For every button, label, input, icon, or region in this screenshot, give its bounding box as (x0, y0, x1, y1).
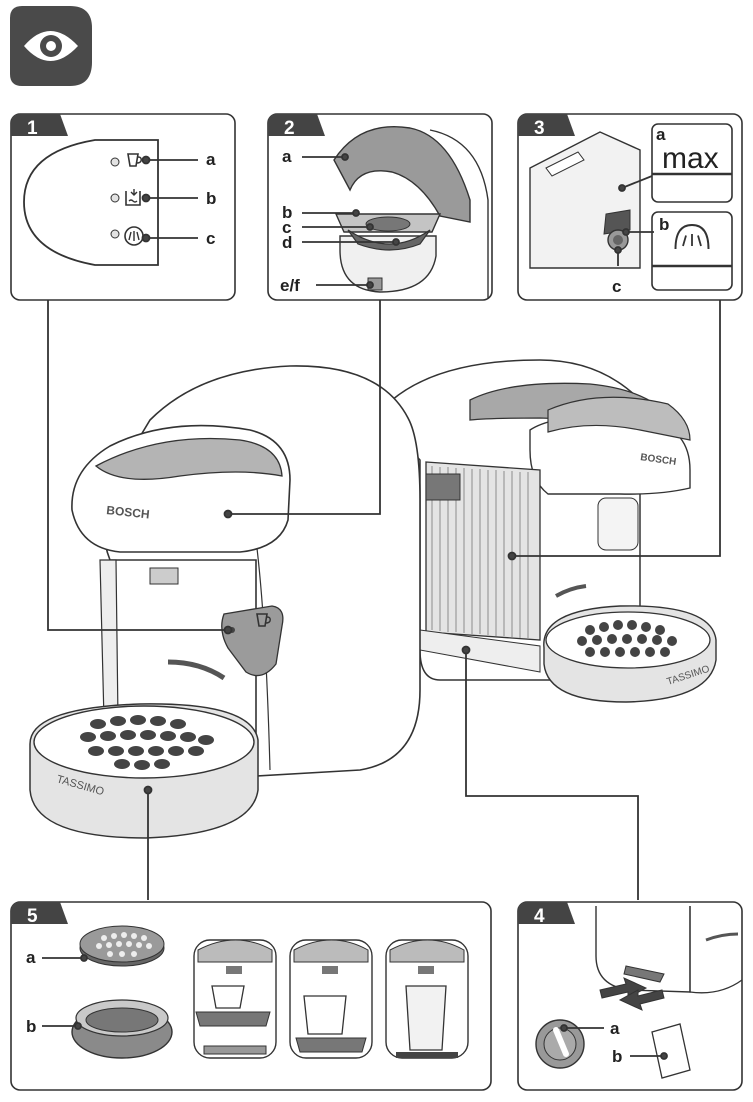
panel-1: 1 a b c (10, 113, 236, 301)
p2-label-ef: e/f (280, 276, 300, 295)
p3-label-b: b (659, 215, 669, 234)
eye-badge (10, 6, 92, 86)
spray-icon (674, 224, 710, 250)
p1-label-b: b (206, 189, 216, 208)
water-filter (535, 1019, 585, 1069)
p4-label-a: a (610, 1019, 620, 1038)
panel-2-number: 2 (284, 118, 295, 139)
panel-1-number: 1 (27, 118, 38, 139)
max-mark: max (662, 142, 719, 175)
p3-label-c: c (612, 277, 621, 296)
drip-tray-part (71, 999, 173, 1059)
panel-5-number: 5 (27, 906, 38, 927)
bosch-logo-back: BOSCH (640, 452, 677, 468)
p2-label-d: d (282, 233, 292, 252)
panel-4: 4 a b (517, 901, 743, 1091)
panel-4-number: 4 (534, 906, 545, 927)
booklet (651, 1023, 691, 1079)
p5-label-b: b (26, 1017, 36, 1036)
bosch-logo-front: BOSCH (106, 503, 151, 521)
p5-label-a: a (26, 948, 36, 967)
drip-grid-part (79, 925, 165, 967)
panel-5: 5 a b (10, 901, 492, 1091)
cup-height-medium (289, 939, 373, 1059)
p4-label-b: b (612, 1047, 622, 1066)
p2-label-a: a (282, 147, 292, 166)
drip-tray-front: TASSIMO (29, 703, 259, 839)
p3-label-a: a (656, 125, 666, 144)
front-machine: BOSCH TASSIMO (29, 365, 421, 839)
panel-3-number: 3 (534, 118, 545, 139)
p2-label-b: b (282, 203, 292, 222)
p2-label-c: c (282, 218, 291, 237)
cup-height-small (193, 939, 277, 1059)
back-machine: BOSCH TASSIMO (391, 359, 717, 703)
eye-icon (24, 31, 78, 61)
p1-label-a: a (206, 150, 216, 169)
leader-lines (47, 300, 721, 900)
drip-tray-back: TASSIMO (543, 605, 717, 703)
p1-label-c: c (206, 229, 215, 248)
cup-height-tall (385, 939, 469, 1059)
panel-2: 2 a b c d e/f (267, 113, 493, 301)
panel-3: 3 max a b c (517, 113, 743, 301)
